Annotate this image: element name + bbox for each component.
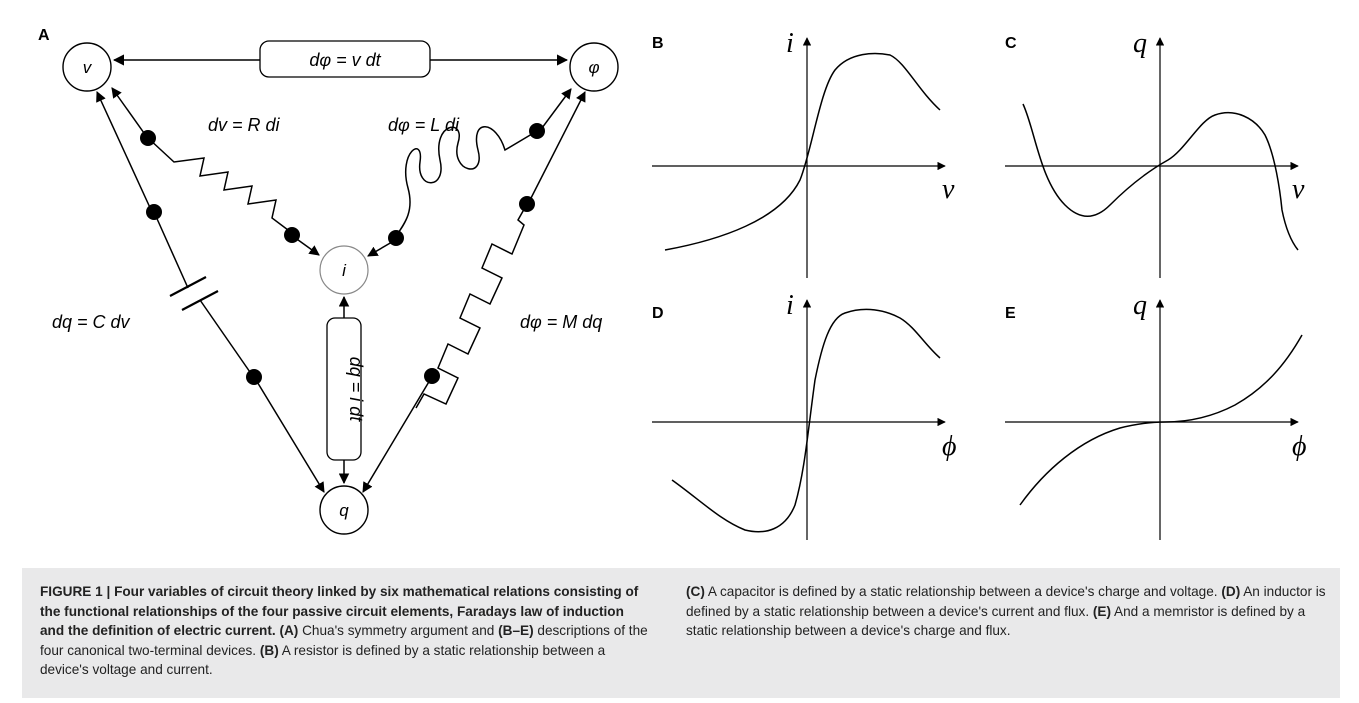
resistor-edge: dv = R di [111, 87, 320, 256]
caption-label: FIGURE 1 | [40, 584, 115, 599]
inductor-label: dφ = L di [388, 115, 460, 135]
panel-e-letter: E [1005, 305, 1016, 322]
caption-column-left: FIGURE 1 | Four variables of circuit the… [40, 582, 650, 680]
panel-b-letter: B [652, 35, 664, 52]
panel-b-x-label: v [942, 174, 955, 205]
panel-c: C q v [1005, 28, 1305, 278]
panel-b-y-label: i [786, 28, 794, 59]
faraday-relation: dφ = v dt [112, 40, 569, 78]
panel-c-x-label: v [1292, 174, 1305, 205]
current-label: dq = i dt [346, 357, 366, 423]
node-i-label: i [342, 261, 347, 280]
caption-text-b: A resistor is defined by a static relati… [40, 642, 606, 678]
capacitor-label: dq = C dv [52, 312, 131, 332]
node-i: i [319, 245, 369, 295]
panel-c-y-label: q [1133, 28, 1147, 59]
resistor-label: dv = R di [208, 115, 281, 135]
capacitor-edge: dq = C dv [52, 91, 325, 493]
caption-tag-d: (D) [1221, 584, 1241, 599]
panel-e: E q ϕ [1005, 290, 1307, 540]
panel-d-curve [671, 308, 941, 533]
caption-text-c: A capacitor is defined by a static relat… [704, 584, 1222, 599]
caption-tag-b-e: (B–E) [498, 623, 534, 638]
panel-b: B i v [652, 28, 955, 278]
memristor-edge: dφ = M dq [362, 91, 602, 493]
caption-column-right: (C) A capacitor is defined by a static r… [686, 582, 1326, 641]
panel-a: A v φ i q dφ = v dt [38, 27, 619, 535]
caption-tag-e: (E) [1092, 603, 1111, 619]
node-q-label: q [339, 501, 349, 520]
panel-e-x-label: ϕ [1292, 431, 1307, 462]
caption-tag-b: (B) [259, 642, 279, 658]
inductor-edge: dφ = L di [367, 88, 572, 257]
caption-title: Four variables of circuit theory linked … [40, 584, 639, 638]
memristor-label: dφ = M dq [520, 312, 602, 332]
node-q: q [319, 485, 369, 535]
panel-d-y-label: i [786, 290, 794, 321]
panel-d-letter: D [652, 305, 664, 322]
caption-text-d: An inductor is defined by a static relat… [686, 584, 1326, 619]
caption-text-e: And a memristor is defined by a static r… [686, 603, 1306, 639]
panel-c-curve [1022, 103, 1299, 251]
figure-1: A v φ i q dφ = v dt [38, 27, 1307, 540]
caption-tag-c: (C) [686, 584, 705, 599]
panel-d-x-label: ϕ [942, 431, 957, 462]
caption-text-b-e: descriptions of the four canonical two-t… [40, 623, 648, 658]
caption-tag-a: (A) [279, 623, 299, 638]
faraday-label: dφ = v dt [309, 50, 381, 70]
figure-caption: FIGURE 1 | Four variables of circuit the… [22, 568, 1340, 698]
panel-a-letter: A [38, 27, 50, 44]
node-v: v [62, 42, 112, 92]
node-phi-label: φ [588, 58, 599, 77]
node-phi: φ [569, 42, 619, 92]
caption-text-a: Chua's symmetry argument and [298, 623, 499, 638]
panel-d: D i ϕ [652, 290, 957, 540]
panel-c-letter: C [1005, 35, 1017, 52]
panel-e-curve [1019, 334, 1303, 506]
panel-e-y-label: q [1133, 290, 1147, 321]
panel-b-curve [664, 52, 941, 251]
node-v-label: v [83, 58, 93, 77]
current-edge: dq = i dt [326, 295, 366, 485]
